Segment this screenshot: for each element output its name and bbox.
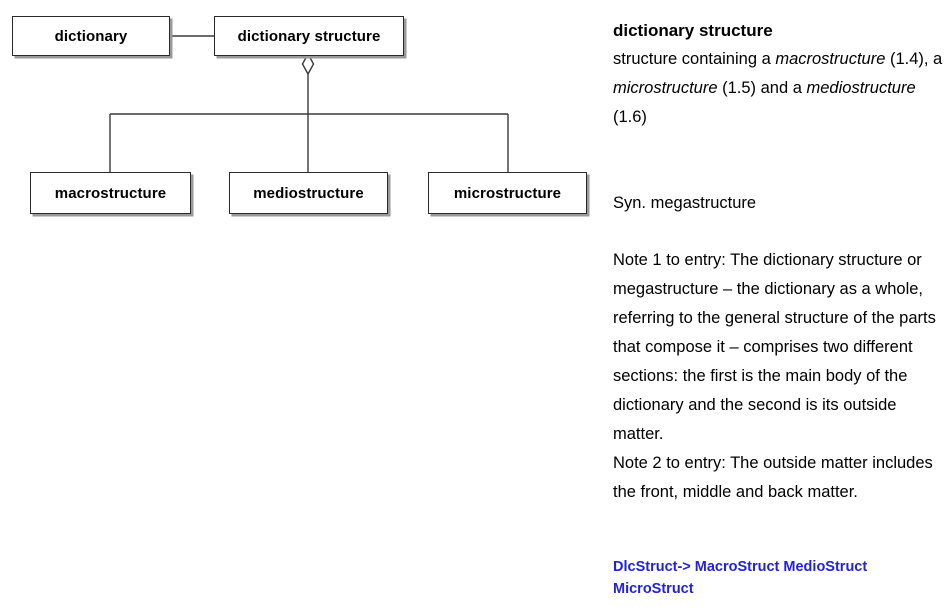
definition-text-4: (1.5) and a [717, 79, 807, 97]
definition-text-0: structure containing a [613, 50, 776, 68]
node-macrostructure-label: macrostructure [54, 184, 167, 202]
entry-pane: dictionary structure structure containin… [613, 0, 946, 610]
definition-xref-mediostructure: mediostructure [806, 79, 916, 97]
entry-code-reference: DlcStruct-> MacroStruct MedioStruct Micr… [613, 559, 868, 597]
entry-notes: Note 1 to entry: The dictionary structur… [613, 246, 946, 507]
node-dictionary-label: dictionary [54, 27, 128, 45]
node-dictionary[interactable]: dictionary [12, 16, 170, 56]
node-mediostructure[interactable]: mediostructure [229, 172, 388, 214]
entry-note-2: Note 2 to entry: The outside matter incl… [613, 454, 933, 501]
definition-xref-microstructure: microstructure [613, 79, 718, 97]
node-mediostructure-label: mediostructure [253, 184, 364, 202]
definition-text-2: (1.4), a [885, 50, 943, 68]
node-dictionary-structure-label: dictionary structure [237, 27, 381, 45]
node-microstructure[interactable]: microstructure [428, 172, 587, 214]
definition-text-6: (1.6) [613, 108, 647, 126]
aggregation-diamond-icon [301, 52, 315, 76]
entry-definition: structure containing a macrostructure (1… [613, 45, 946, 132]
uml-diagram: dictionary dictionary structure macrostr… [12, 16, 587, 214]
diagram-connectors [109, 35, 509, 172]
node-macrostructure[interactable]: macrostructure [30, 172, 191, 214]
node-dictionary-structure[interactable]: dictionary structure [214, 16, 404, 56]
entry-note-1: Note 1 to entry: The dictionary structur… [613, 251, 936, 443]
definition-xref-macrostructure: macrostructure [775, 50, 886, 68]
entry-synonym: Syn. megastructure [613, 194, 757, 212]
node-microstructure-label: microstructure [453, 184, 562, 202]
entry-term: dictionary structure [613, 21, 773, 40]
